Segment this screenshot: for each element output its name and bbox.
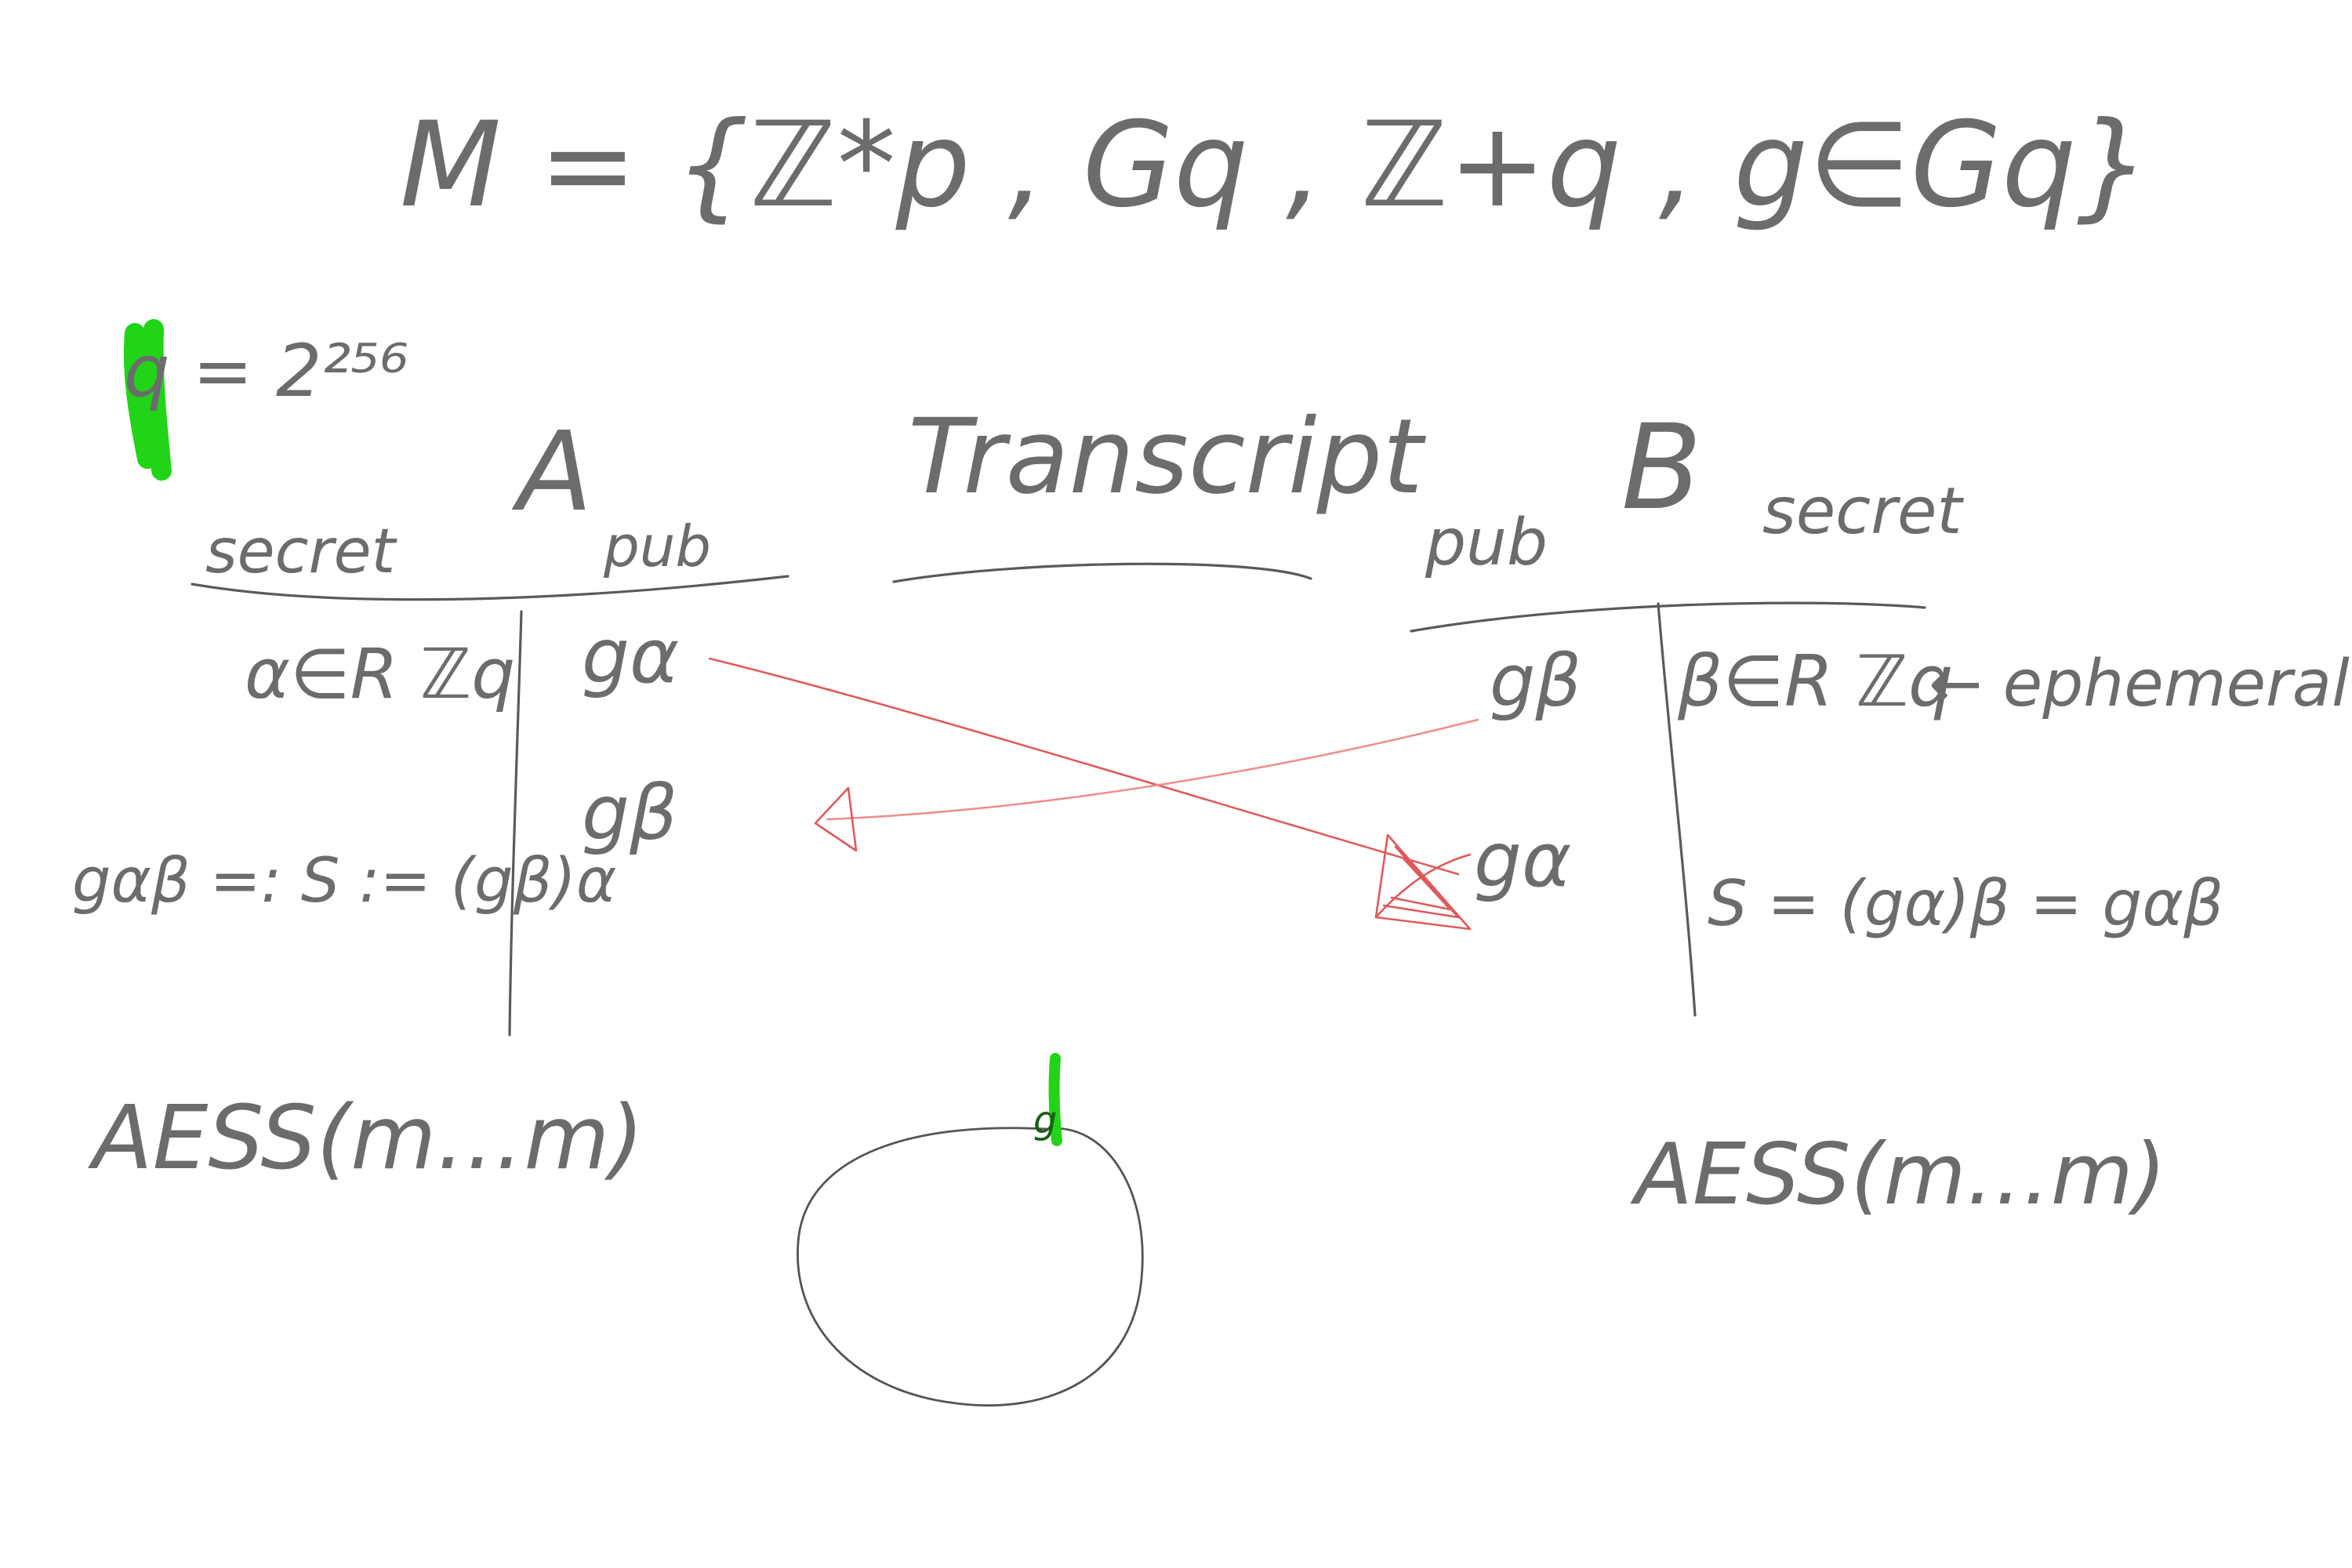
party-a-secret-header: secret bbox=[205, 517, 397, 587]
party-b-ephemeral-note: ← ephemeral bbox=[1929, 647, 2350, 721]
params-formula: M = {ℤ*p , Gq , ℤ+q , g∈Gq} bbox=[400, 97, 2151, 234]
party-b-encrypt: AESS(m…m) bbox=[1630, 1126, 2166, 1224]
party-b-table-rule bbox=[1410, 601, 1926, 633]
party-b-pub-received: gα bbox=[1474, 816, 1571, 904]
party-a-encrypt: AESS(m…m) bbox=[88, 1087, 644, 1189]
party-a-table-rule bbox=[191, 575, 789, 601]
arrow-g-alpha-to-b bbox=[708, 657, 1460, 876]
party-a-pub-header: pub bbox=[603, 514, 711, 579]
q-highlight-mark bbox=[123, 319, 172, 481]
party-b-column-divider bbox=[1657, 602, 1697, 1017]
party-b-pub-sent: gβ bbox=[1490, 639, 1581, 723]
party-a-shared-key: gαβ =: S := (gβ)α bbox=[72, 846, 616, 916]
party-a-pub-received: gβ bbox=[582, 769, 677, 857]
transcript-rule bbox=[892, 562, 1312, 583]
transcript-heading: Transcript bbox=[908, 397, 1426, 517]
group-circle-label: g bbox=[1033, 1098, 1057, 1142]
party-a-name: A bbox=[511, 408, 593, 536]
party-b-pub-header: pub bbox=[1425, 506, 1548, 580]
party-b-name: B bbox=[1621, 400, 1702, 536]
group-circle bbox=[797, 1127, 1144, 1406]
arrow-g-beta-head-icon bbox=[814, 786, 858, 852]
q-assignment: q = 2²⁵⁶ bbox=[124, 329, 408, 413]
arrow-g-alpha-head-icon bbox=[1374, 833, 1472, 931]
arrow-g-beta-to-a bbox=[826, 718, 1479, 821]
party-b-shared-key: S = (gα)β = gαβ bbox=[1708, 867, 2223, 940]
party-a-secret-choice: α∈R ℤq bbox=[245, 633, 515, 714]
party-a-pub-sent: gα bbox=[582, 612, 679, 700]
party-a-column-divider bbox=[508, 610, 523, 1036]
party-b-secret-header: secret bbox=[1762, 474, 1964, 549]
g-highlight-mark bbox=[1048, 1053, 1062, 1146]
party-b-secret-choice: β∈R ℤq bbox=[1677, 641, 1953, 723]
